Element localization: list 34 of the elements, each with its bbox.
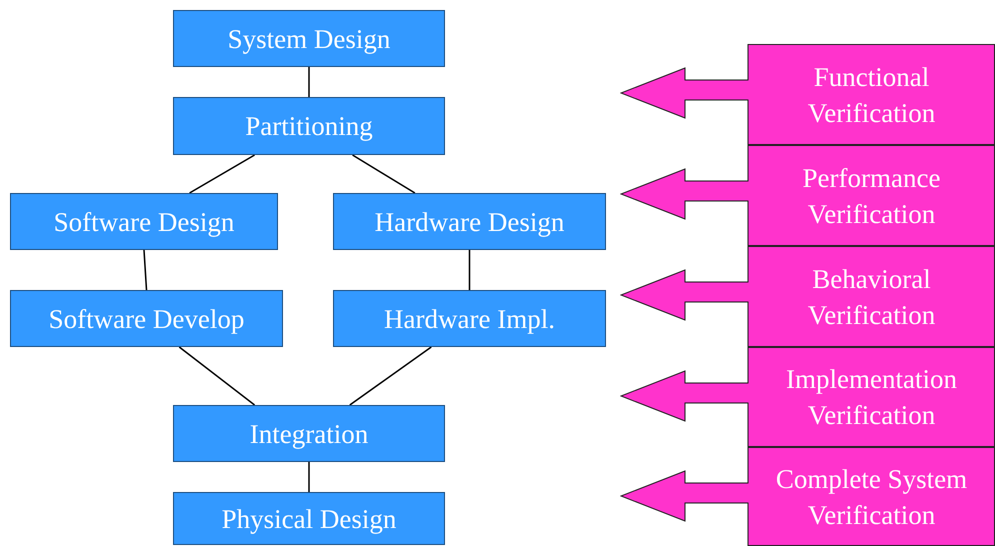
- process-box: [173, 492, 445, 545]
- process-box: [173, 405, 445, 462]
- verification-pointer-block: [620, 447, 995, 546]
- process-box: [173, 10, 445, 67]
- box-label: Hardware Impl.: [384, 302, 555, 334]
- block-label: Functional Verification: [806, 60, 936, 130]
- connector-line: [468, 250, 470, 290]
- process-box: [10, 290, 283, 347]
- process-box: [333, 193, 606, 250]
- verification-pointer-block: [620, 347, 995, 447]
- process-box: [333, 290, 606, 347]
- connector-line: [178, 346, 256, 406]
- box-label: Software Develop: [48, 302, 244, 334]
- verification-pointer-block: [620, 44, 995, 145]
- box-label: Hardware Design: [374, 206, 564, 238]
- block-label: Behavioral Verification: [806, 262, 936, 332]
- process-box: [10, 193, 278, 250]
- connector-line: [189, 154, 255, 194]
- connector-line: [308, 67, 310, 97]
- box-label: Partitioning: [245, 110, 373, 142]
- connector-line: [352, 154, 416, 194]
- box-label: Integration: [250, 418, 368, 450]
- box-label: System Design: [228, 22, 390, 54]
- verification-pointer-block: [620, 246, 995, 347]
- process-box: [173, 97, 445, 155]
- connector-line: [349, 346, 432, 406]
- block-label: Implementation Verification: [785, 363, 958, 432]
- verification-pointer-block: [620, 145, 995, 246]
- box-label: Physical Design: [222, 502, 396, 534]
- block-label: Complete System Verification: [774, 462, 968, 532]
- connector-line: [308, 462, 310, 492]
- block-label: Performance Verification: [802, 162, 942, 230]
- box-label: Software Design: [54, 206, 234, 238]
- connector-line: [143, 250, 148, 290]
